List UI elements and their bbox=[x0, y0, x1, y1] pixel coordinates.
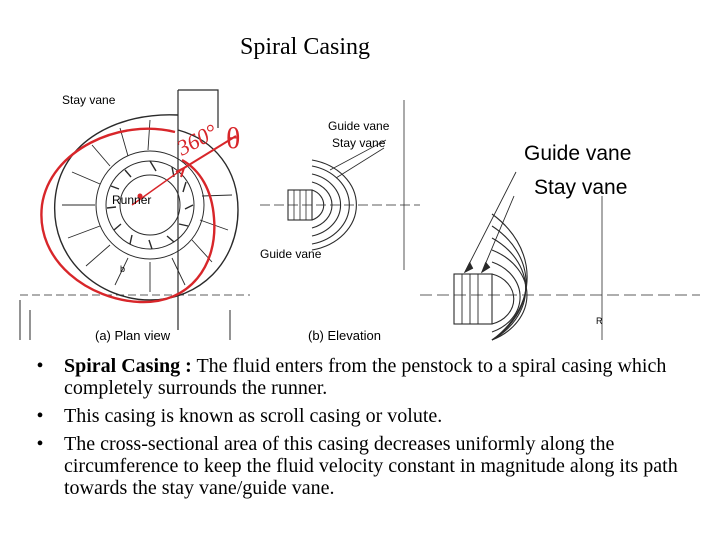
label-marker-r: R bbox=[596, 316, 603, 326]
bullet-dot: • bbox=[36, 355, 44, 377]
red-angle-note: 360° bbox=[172, 119, 222, 161]
label-elevation: (b) Elevation bbox=[308, 328, 381, 343]
bullet-text: The cross-sectional area of this casing … bbox=[64, 433, 678, 499]
label-runner: Runner bbox=[112, 193, 151, 207]
slide-title: Spiral Casing bbox=[240, 34, 370, 60]
label-guide-vane-big: Guide vane bbox=[524, 142, 631, 165]
elevation-drawing bbox=[260, 100, 420, 270]
label-marker-b: b bbox=[120, 264, 125, 274]
label-stay-vane-top: Stay vane bbox=[332, 136, 386, 150]
label-plan-view: (a) Plan view bbox=[95, 328, 171, 343]
bullet-item: • This casing is known as scroll casing … bbox=[30, 405, 710, 427]
spiral-casing-figure: Stay vane Guide vane Stay vane Runner Gu… bbox=[0, 80, 720, 350]
label-stay-vane-big: Stay vane bbox=[534, 176, 627, 199]
figure-drawing: Stay vane Guide vane Stay vane Runner Gu… bbox=[19, 89, 700, 343]
bullet-item: • The cross-sectional area of this casin… bbox=[30, 433, 710, 499]
red-theta-note: θ bbox=[226, 122, 240, 155]
bullet-text: The fluid enters from the penstock to a … bbox=[64, 355, 667, 399]
bullet-dot: • bbox=[36, 433, 44, 455]
bullet-list: • Spiral Casing : The fluid enters from … bbox=[30, 355, 710, 505]
bullet-dot: • bbox=[36, 405, 44, 427]
bullet-bold-term: Spiral Casing : bbox=[64, 355, 192, 377]
label-stay-vane-left: Stay vane bbox=[62, 93, 116, 107]
label-guide-vane-bottom: Guide vane bbox=[260, 247, 322, 261]
large-elevation-drawing bbox=[420, 171, 700, 341]
plan-view-drawing bbox=[19, 89, 250, 340]
red-annotation-drawing bbox=[40, 127, 237, 304]
label-guide-vane-top: Guide vane bbox=[328, 119, 390, 133]
bullet-text: This casing is known as scroll casing or… bbox=[64, 405, 443, 427]
bullet-item: • Spiral Casing : The fluid enters from … bbox=[30, 355, 710, 399]
